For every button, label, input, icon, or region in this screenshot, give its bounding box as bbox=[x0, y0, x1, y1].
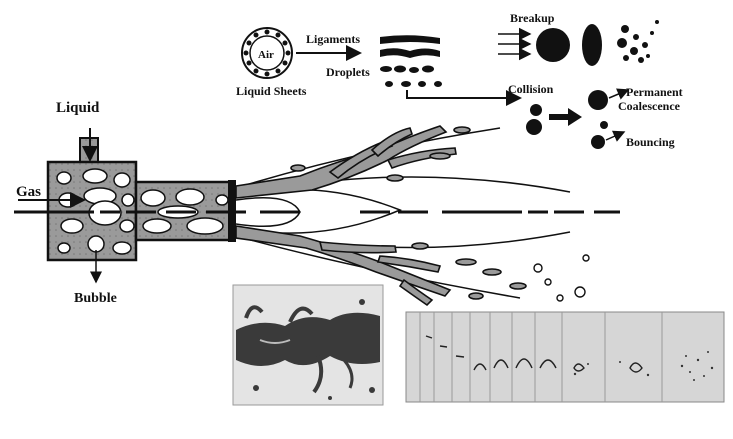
breakup-fragments bbox=[617, 20, 659, 63]
label-gas: Gas bbox=[16, 184, 41, 200]
label-ligaments: Ligaments bbox=[306, 32, 360, 46]
bounce-drop-b bbox=[591, 135, 605, 149]
bouncing-pointer bbox=[606, 132, 624, 140]
label-bouncing: Bouncing bbox=[626, 135, 675, 149]
label-permanent: Permanent bbox=[626, 85, 683, 99]
coalesced-drop bbox=[588, 90, 608, 110]
label-air: Air bbox=[258, 49, 274, 61]
spray-droplets bbox=[534, 255, 589, 301]
collision-drop-small bbox=[530, 104, 542, 116]
label-bubble: Bubble bbox=[74, 291, 117, 306]
bounce-drop-a bbox=[600, 121, 608, 129]
breakup-flow-arrows bbox=[498, 34, 530, 54]
collision-thick-arrow bbox=[549, 108, 582, 126]
breakup-drop-flattened bbox=[536, 28, 570, 62]
ligament-strands bbox=[380, 35, 442, 87]
label-droplets: Droplets bbox=[326, 65, 370, 79]
upper-ligaments bbox=[236, 126, 470, 198]
spray-photo-inset bbox=[233, 285, 383, 405]
label-breakup: Breakup bbox=[510, 11, 555, 25]
breakup-drop-elongated bbox=[582, 24, 602, 66]
droplets-to-collision-arrow bbox=[407, 90, 520, 98]
label-collision: Collision bbox=[508, 82, 554, 96]
label-liquid-sheets: Liquid Sheets bbox=[236, 84, 307, 98]
label-coalescence: Coalescence bbox=[618, 99, 681, 113]
label-liquid: Liquid bbox=[56, 100, 100, 116]
collision-drop-large bbox=[526, 119, 542, 135]
droplet-image-sequence bbox=[406, 312, 724, 402]
